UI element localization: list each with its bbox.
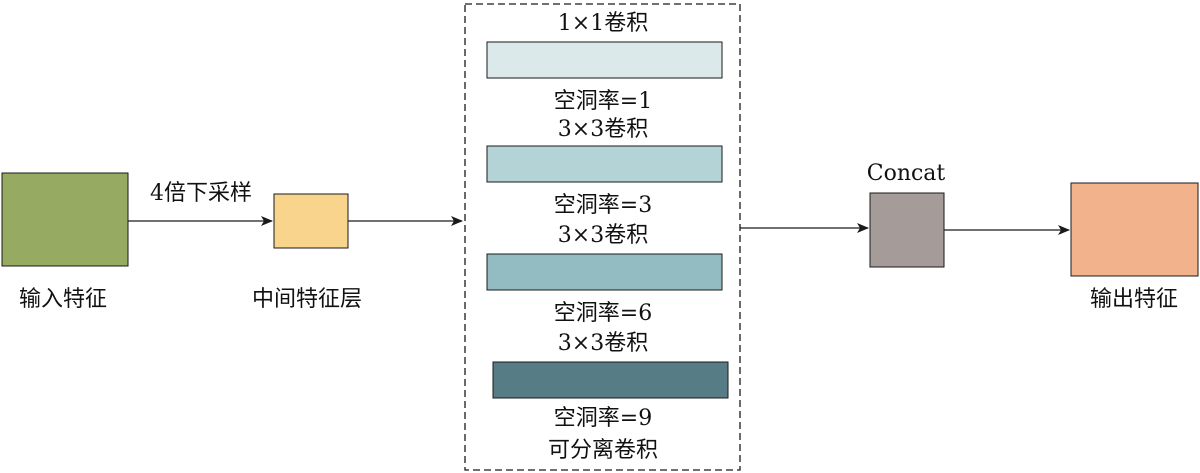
input-feature-box [1,172,129,267]
branch-4-title: 3×3卷积 [558,331,648,356]
branch-group-container [464,3,741,471]
downsample-label: 4倍下采样 [150,181,252,206]
intermediate-feature-box [273,193,349,249]
concat-box [869,192,945,268]
intermediate-feature-label: 中间特征层 [252,287,362,312]
input-feature-label: 输入特征 [19,287,107,312]
separable-conv-label: 可分离卷积 [548,438,658,463]
output-feature-box [1070,182,1199,277]
branch-3-bar [486,253,723,291]
branch-2-rate: 空洞率=3 [554,193,652,218]
branch-2-bar [486,145,723,183]
concat-label: Concat [867,161,946,186]
branch-1-title: 1×1卷积 [558,11,648,36]
branch-3-rate: 空洞率=6 [554,301,652,326]
branch-3-title: 3×3卷积 [558,223,648,248]
branch-2-title: 3×3卷积 [558,117,648,142]
branch-1-bar [486,41,723,79]
branch-4-bar [492,361,729,399]
branch-1-rate: 空洞率=1 [554,89,652,114]
output-feature-label: 输出特征 [1090,287,1178,312]
branch-4-rate: 空洞率=9 [554,406,652,431]
